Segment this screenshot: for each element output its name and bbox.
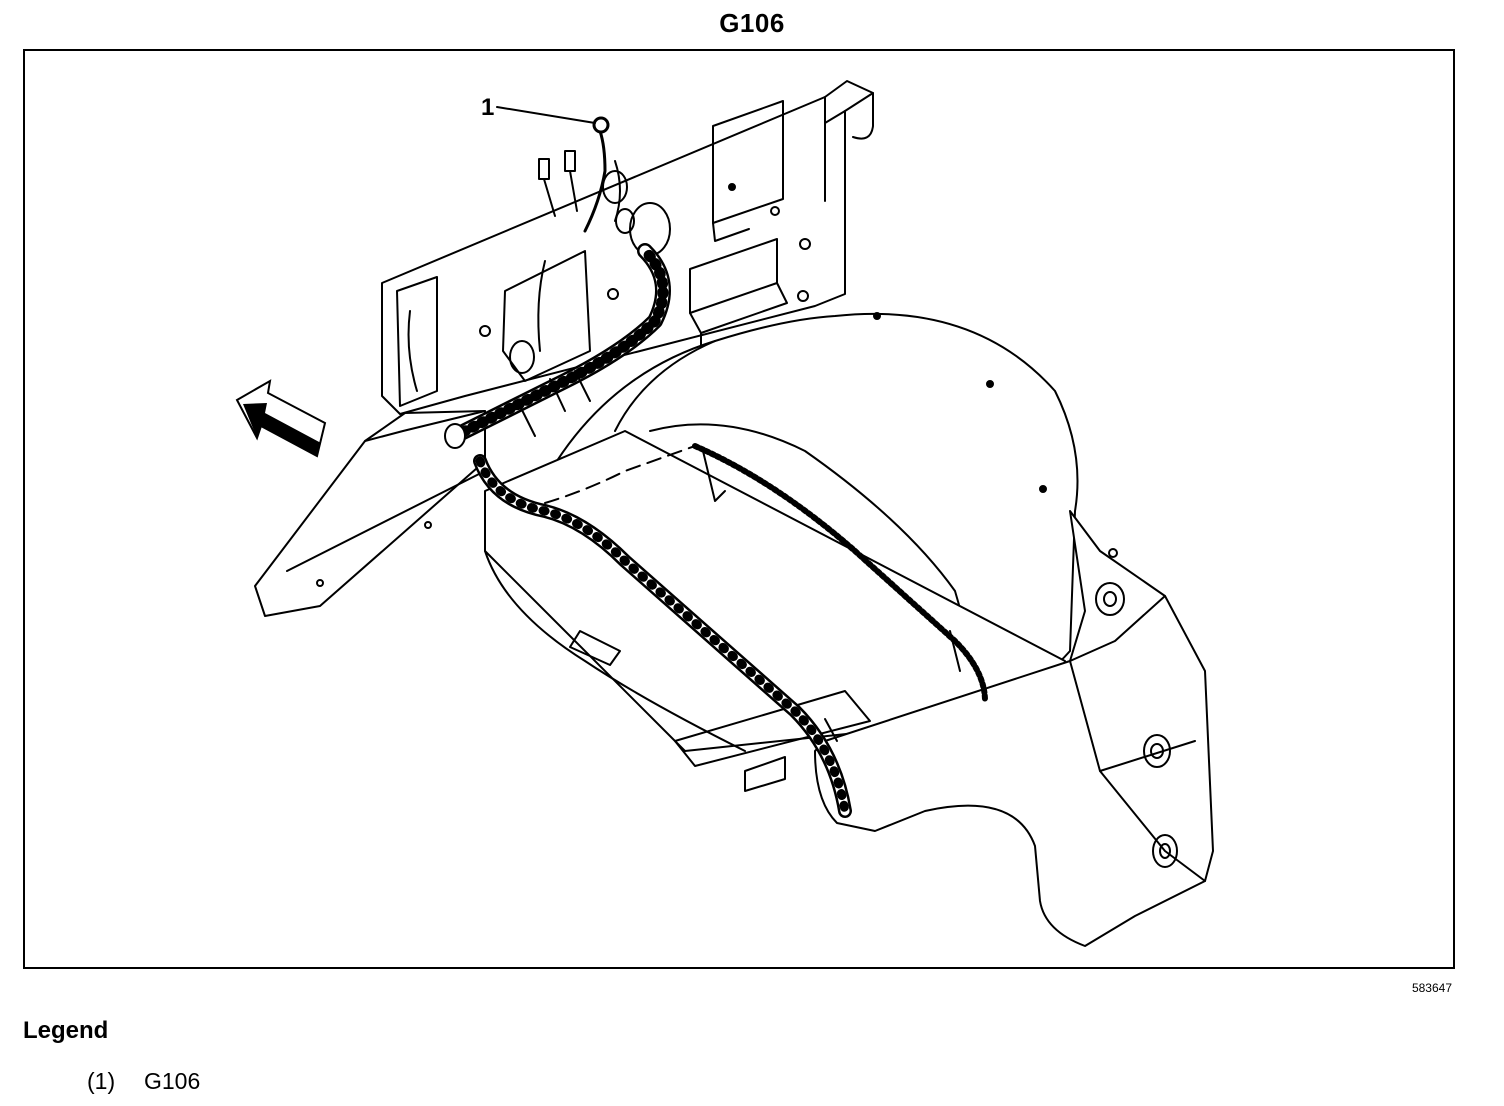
bulkhead-panel [381, 80, 874, 415]
legend-item-label: G106 [144, 1068, 201, 1094]
harness-clips [519, 370, 961, 742]
legend-item-number: (1) [87, 1068, 116, 1094]
rail-harness [473, 454, 852, 818]
floor-harness [544, 443, 988, 704]
legend-heading: Legend [23, 1017, 109, 1044]
legend-item: (1) G106 [87, 1068, 200, 1095]
diagram-title: G106 [719, 8, 785, 38]
callout-leader-1 [496, 106, 596, 124]
view-arrow-icon [235, 379, 327, 458]
main-harness [444, 243, 671, 449]
front-sill [254, 410, 486, 617]
wiring-illustration: 1 [235, 80, 1214, 947]
figure-id: 583647 [1411, 981, 1452, 995]
callout-number-1: 1 [481, 94, 494, 121]
wheelhouse-panel [814, 510, 1214, 947]
diagram-frame: 1 [23, 49, 1455, 969]
ground-pigtail [538, 116, 621, 233]
